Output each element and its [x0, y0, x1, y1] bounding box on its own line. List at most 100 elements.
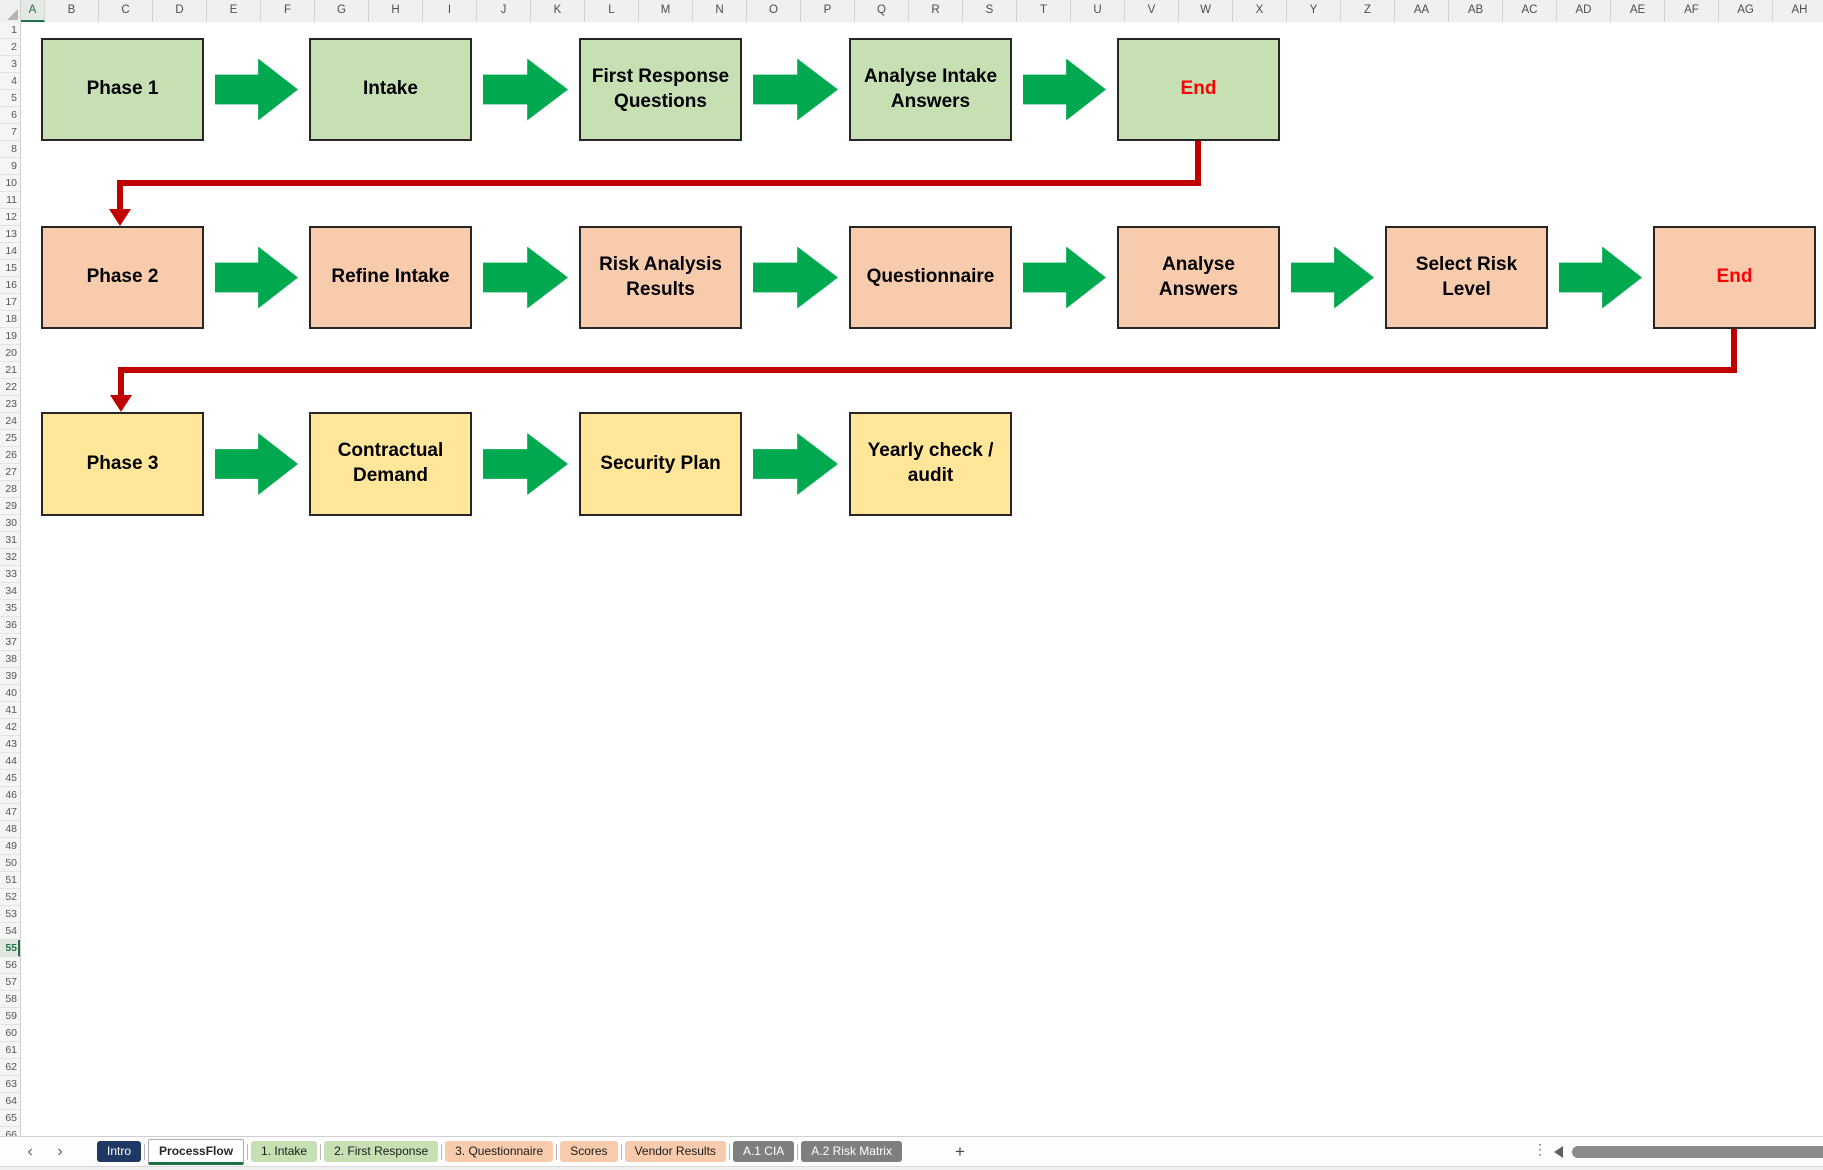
column-header-K[interactable]: K [531, 0, 585, 22]
column-header-E[interactable]: E [207, 0, 261, 22]
row-header-22[interactable]: 22 [0, 379, 20, 396]
row-header-12[interactable]: 12 [0, 209, 20, 226]
column-header-AH[interactable]: AH [1773, 0, 1823, 22]
row-header-56[interactable]: 56 [0, 957, 20, 974]
column-header-AB[interactable]: AB [1449, 0, 1503, 22]
sheet-grid[interactable] [21, 22, 1823, 1136]
sheet-nav-left-icon[interactable]: ‹ [27, 1142, 33, 1160]
column-header-J[interactable]: J [477, 0, 531, 22]
column-header-I[interactable]: I [423, 0, 477, 22]
row-header-64[interactable]: 64 [0, 1093, 20, 1110]
column-header-G[interactable]: G [315, 0, 369, 22]
red-connector-2-segment[interactable] [118, 367, 1737, 373]
column-header-X[interactable]: X [1233, 0, 1287, 22]
sheet-tab-a-2-risk-matrix[interactable]: A.2 Risk Matrix [801, 1141, 902, 1162]
row-header-66[interactable]: 66 [0, 1127, 20, 1136]
row-header-26[interactable]: 26 [0, 447, 20, 464]
row-header-8[interactable]: 8 [0, 141, 20, 158]
column-header-O[interactable]: O [747, 0, 801, 22]
row-header-54[interactable]: 54 [0, 923, 20, 940]
flow-box-phase-2-questionnaire[interactable]: Questionnaire [849, 226, 1012, 329]
row-header-15[interactable]: 15 [0, 260, 20, 277]
column-header-AC[interactable]: AC [1503, 0, 1557, 22]
column-header-AE[interactable]: AE [1611, 0, 1665, 22]
flow-box-phase-3-contractual-demand[interactable]: Contractual Demand [309, 412, 472, 516]
add-sheet-button[interactable]: + [955, 1141, 965, 1161]
flow-box-phase-2-risk-analysis-results[interactable]: Risk Analysis Results [579, 226, 742, 329]
row-header-34[interactable]: 34 [0, 583, 20, 600]
flow-box-phase-3-security-plan[interactable]: Security Plan [579, 412, 742, 516]
row-header-16[interactable]: 16 [0, 277, 20, 294]
column-header-A[interactable]: A [21, 0, 45, 22]
row-header-23[interactable]: 23 [0, 396, 20, 413]
green-arrow-icon[interactable] [1291, 246, 1374, 309]
green-arrow-icon[interactable] [1023, 58, 1106, 121]
row-header-29[interactable]: 29 [0, 498, 20, 515]
column-header-T[interactable]: T [1017, 0, 1071, 22]
row-header-25[interactable]: 25 [0, 430, 20, 447]
red-connector-1-segment[interactable] [117, 180, 123, 209]
row-header-47[interactable]: 47 [0, 804, 20, 821]
row-header-10[interactable]: 10 [0, 175, 20, 192]
row-header-7[interactable]: 7 [0, 124, 20, 141]
horizontal-scrollbar-thumb[interactable] [1572, 1146, 1823, 1158]
row-header-2[interactable]: 2 [0, 39, 20, 56]
column-header-U[interactable]: U [1071, 0, 1125, 22]
green-arrow-icon[interactable] [1559, 246, 1642, 309]
row-header-58[interactable]: 58 [0, 991, 20, 1008]
red-connector-2-segment[interactable] [118, 367, 124, 395]
sheet-tab-1-intake[interactable]: 1. Intake [251, 1141, 318, 1162]
column-header-AF[interactable]: AF [1665, 0, 1719, 22]
row-header-46[interactable]: 46 [0, 787, 20, 804]
row-header-33[interactable]: 33 [0, 566, 20, 583]
row-header-42[interactable]: 42 [0, 719, 20, 736]
column-header-Y[interactable]: Y [1287, 0, 1341, 22]
row-header-19[interactable]: 19 [0, 328, 20, 345]
row-header-61[interactable]: 61 [0, 1042, 20, 1059]
red-connector-1-segment[interactable] [1195, 141, 1201, 186]
sheet-tab-2-first-response[interactable]: 2. First Response [324, 1141, 439, 1162]
flow-box-phase-3-yearly-check-audit[interactable]: Yearly check / audit [849, 412, 1012, 516]
row-header-4[interactable]: 4 [0, 73, 20, 90]
row-header-38[interactable]: 38 [0, 651, 20, 668]
row-header-35[interactable]: 35 [0, 600, 20, 617]
flow-box-phase-1-analyse-intake-answers[interactable]: Analyse Intake Answers [849, 38, 1012, 141]
column-header-W[interactable]: W [1179, 0, 1233, 22]
row-header-51[interactable]: 51 [0, 872, 20, 889]
tab-overflow-handle-icon[interactable]: ⋮ [1533, 1141, 1547, 1157]
red-connector-2-arrowhead-icon[interactable] [110, 395, 132, 412]
row-header-50[interactable]: 50 [0, 855, 20, 872]
green-arrow-icon[interactable] [753, 433, 838, 495]
hscroll-left-arrow-icon[interactable] [1554, 1146, 1563, 1158]
row-header-14[interactable]: 14 [0, 243, 20, 260]
green-arrow-icon[interactable] [753, 246, 838, 309]
row-header-31[interactable]: 31 [0, 532, 20, 549]
flow-box-phase-3-phase-3[interactable]: Phase 3 [41, 412, 204, 516]
column-header-AA[interactable]: AA [1395, 0, 1449, 22]
column-header-H[interactable]: H [369, 0, 423, 22]
column-header-C[interactable]: C [99, 0, 153, 22]
flow-box-phase-2-refine-intake[interactable]: Refine Intake [309, 226, 472, 329]
row-header-40[interactable]: 40 [0, 685, 20, 702]
row-header-44[interactable]: 44 [0, 753, 20, 770]
row-header-6[interactable]: 6 [0, 107, 20, 124]
row-header-60[interactable]: 60 [0, 1025, 20, 1042]
row-header-28[interactable]: 28 [0, 481, 20, 498]
flow-box-phase-1-intake[interactable]: Intake [309, 38, 472, 141]
column-header-Z[interactable]: Z [1341, 0, 1395, 22]
column-header-AD[interactable]: AD [1557, 0, 1611, 22]
column-header-R[interactable]: R [909, 0, 963, 22]
row-header-52[interactable]: 52 [0, 889, 20, 906]
green-arrow-icon[interactable] [215, 433, 298, 495]
row-header-57[interactable]: 57 [0, 974, 20, 991]
green-arrow-icon[interactable] [753, 58, 838, 121]
row-header-65[interactable]: 65 [0, 1110, 20, 1127]
column-header-D[interactable]: D [153, 0, 207, 22]
row-header-32[interactable]: 32 [0, 549, 20, 566]
row-header-13[interactable]: 13 [0, 226, 20, 243]
sheet-tab-processflow[interactable]: ProcessFlow [148, 1138, 245, 1165]
row-header-53[interactable]: 53 [0, 906, 20, 923]
red-connector-2-segment[interactable] [1731, 329, 1737, 373]
sheet-tab-intro[interactable]: Intro [97, 1141, 142, 1162]
row-header-18[interactable]: 18 [0, 311, 20, 328]
